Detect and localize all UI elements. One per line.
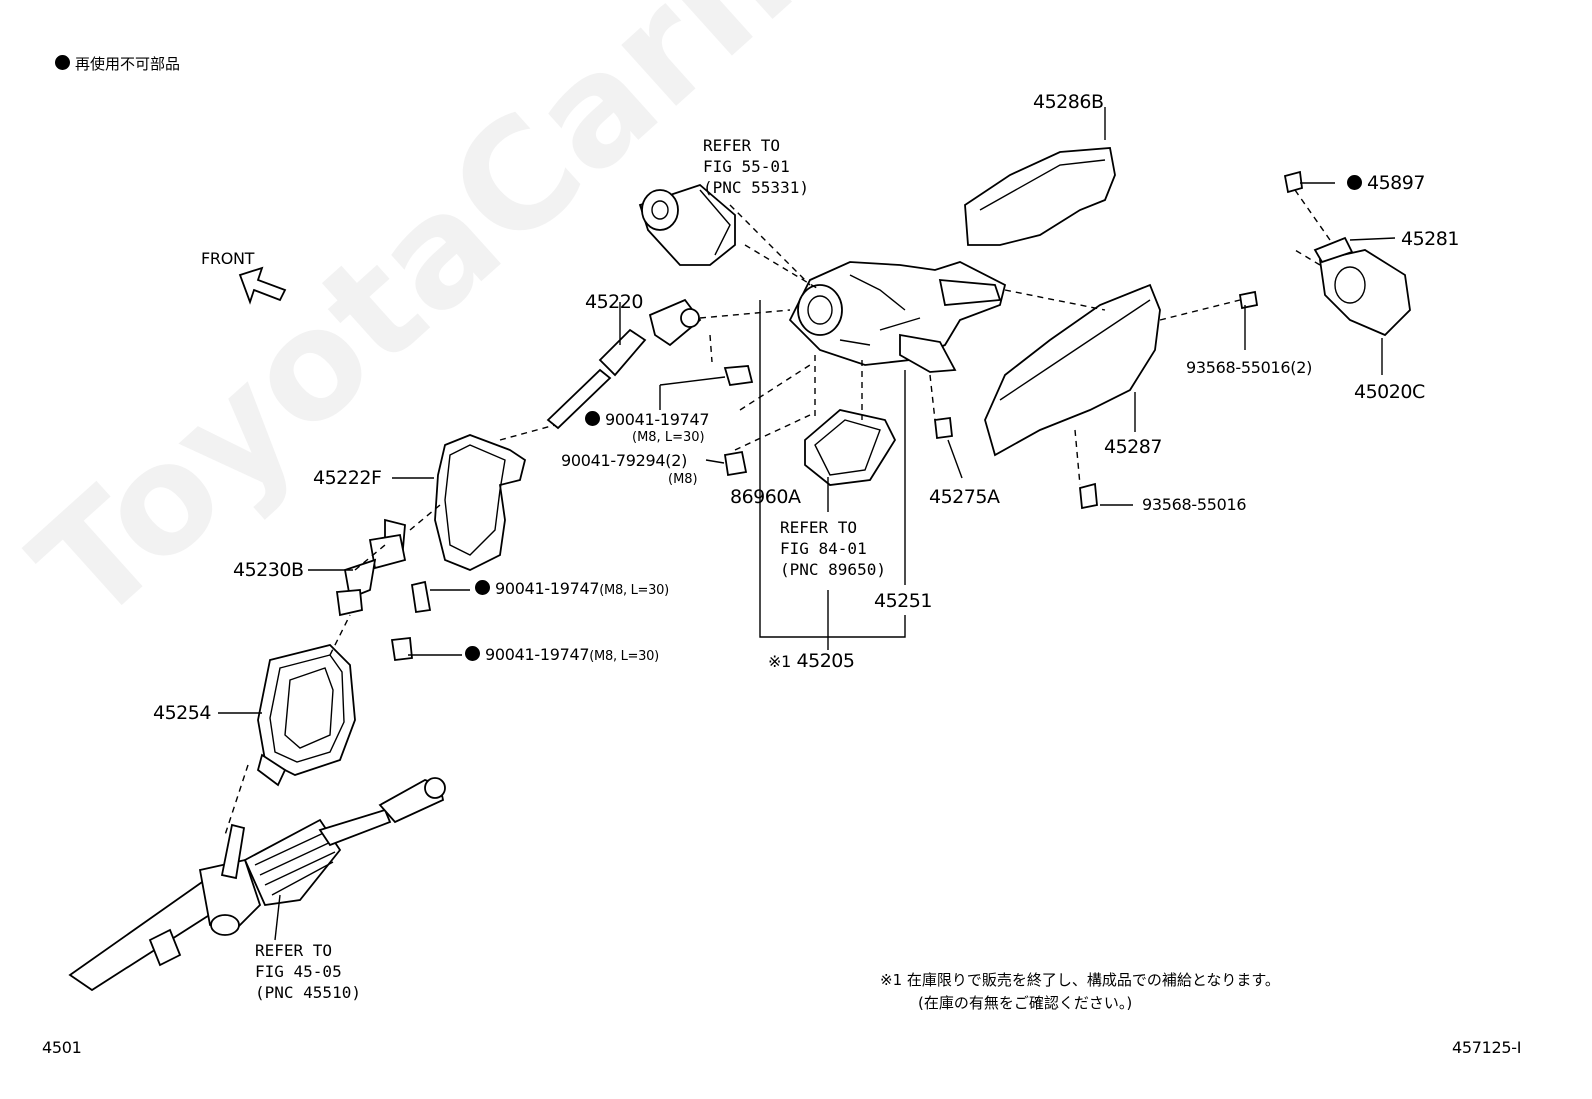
part-label-45287[interactable]: 45287 [1104, 436, 1162, 458]
cover-45222f-drawing [434, 434, 527, 571]
page-number: 4501 [42, 1038, 82, 1057]
part-label-45897[interactable]: 45897 [1347, 174, 1425, 193]
part-label-45251[interactable]: 45251 [874, 590, 932, 612]
part-spec-90041-79294: (M8) [668, 472, 698, 487]
non-reusable-marker-icon [475, 580, 490, 595]
refer-to-fig-55-01[interactable]: REFER TO FIG 55-01 (PNC 55331) [703, 136, 809, 197]
column-assembly-45205-drawing [788, 261, 1007, 373]
legend: 再使用不可部品 [55, 55, 180, 72]
shaft-45220-drawing [546, 298, 702, 430]
part-label-45222f[interactable]: 45222F [313, 467, 382, 489]
intermediate-shaft-45230b-drawing [335, 518, 432, 661]
boot-45254-drawing [256, 644, 356, 787]
part-label-45286b[interactable]: 45286B [1033, 91, 1104, 113]
part-label-93568-55016-2[interactable]: 93568-55016(2) [1186, 358, 1313, 377]
part-label-45281[interactable]: 45281 [1401, 228, 1459, 250]
non-reusable-marker-icon [1347, 175, 1362, 190]
front-arrow-icon [238, 266, 287, 305]
leader-lines [218, 107, 1396, 941]
part-label-90041-79294[interactable]: 90041-79294(2) [561, 451, 688, 470]
front-label: FRONT [201, 249, 255, 268]
part-label-90041-19747-b[interactable]: 90041-19747(M8, L=30) [475, 580, 669, 597]
legend-text: 再使用不可部品 [75, 55, 181, 73]
refer-to-fig-84-01[interactable]: REFER TO FIG 84-01 (PNC 89650) [780, 518, 886, 579]
part-spec-90041-19747-a: (M8, L=30) [632, 430, 705, 445]
footnote-line-1: ※1 在庫限りで販売を終了し、構成品での補給となります。 [880, 971, 1280, 989]
switch-45020c-drawing [934, 170, 1411, 510]
part-label-90041-19747-a[interactable]: 90041-19747 [585, 411, 710, 428]
part-label-93568-55016[interactable]: 93568-55016 [1142, 495, 1247, 514]
diagram-code: 457125-I [1452, 1038, 1522, 1057]
part-label-86960a[interactable]: 86960A [730, 486, 801, 508]
motor-drawing [638, 183, 736, 266]
part-label-45020c[interactable]: 45020C [1354, 381, 1425, 403]
part-label-90041-19747-c[interactable]: 90041-19747(M8, L=30) [465, 646, 659, 663]
non-reusable-marker-icon [465, 646, 480, 661]
part-label-45275a[interactable]: 45275A [929, 486, 1000, 508]
non-reusable-marker-icon [585, 411, 600, 426]
alignment-dashes [224, 189, 1331, 836]
refer-to-fig-45-05[interactable]: REFER TO FIG 45-05 (PNC 45510) [255, 941, 361, 1002]
note-ref-mark: ※1 [768, 652, 791, 671]
ecu-module-drawing [804, 409, 897, 486]
steering-gear-drawing [68, 777, 446, 992]
part-label-45220[interactable]: 45220 [585, 291, 643, 313]
part-label-45205[interactable]: ※1 45205 [768, 650, 855, 672]
part-label-45230b[interactable]: 45230B [233, 559, 304, 581]
part-label-45254[interactable]: 45254 [153, 702, 211, 724]
bolts-drawing [723, 365, 754, 477]
non-reusable-marker-icon [55, 55, 70, 70]
lower-cover-45287-drawing [984, 283, 1161, 457]
footnote-line-2: (在庫の有無をご確認ください。) [918, 994, 1133, 1012]
upper-cover-45286b-drawing [964, 147, 1116, 246]
